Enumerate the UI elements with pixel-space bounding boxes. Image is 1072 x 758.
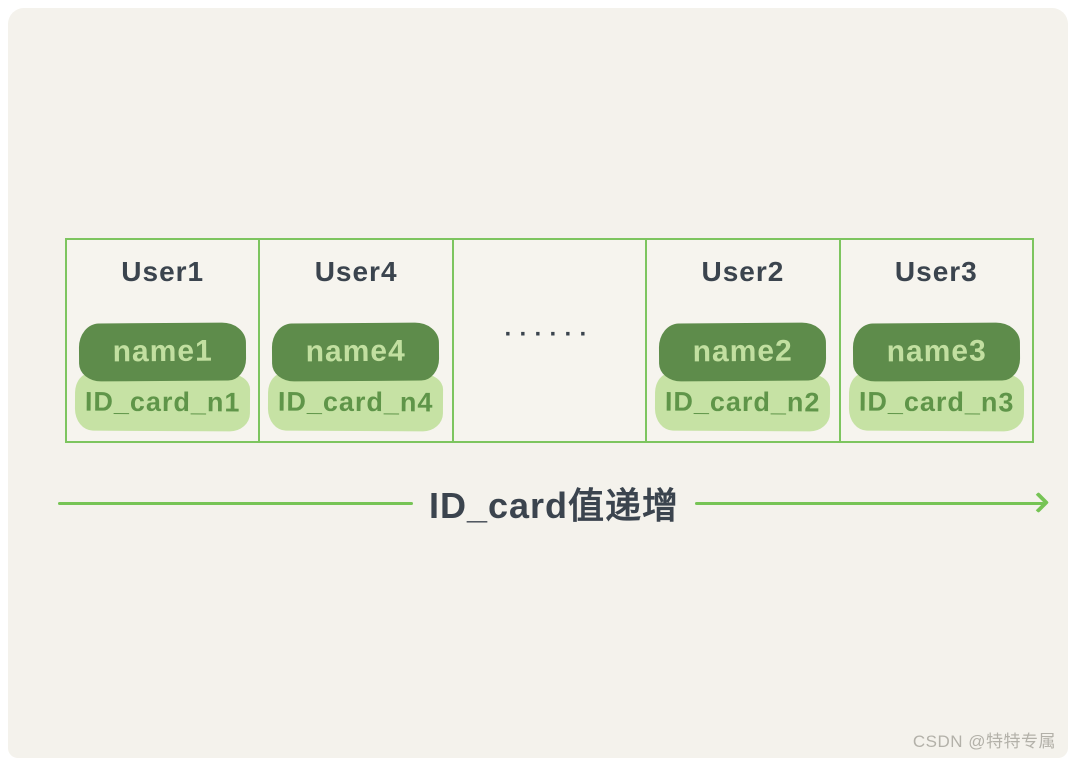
name-pill: name1 — [78, 322, 247, 382]
name-pill: name4 — [272, 322, 441, 382]
table-cell-user1: User1 name1 ID_card_n1 — [67, 240, 261, 441]
pill-stack: name3 ID_card_n3 — [848, 322, 1025, 432]
table-cell-user3: User3 name3 ID_card_n3 — [841, 240, 1032, 441]
user-title: User1 — [121, 256, 205, 287]
diagram-canvas: User1 name1 ID_card_n1 User4 name4 ID_ca… — [8, 8, 1068, 758]
user-title: User4 — [314, 256, 398, 287]
id-card-increment-arrow: ID_card值递增 — [58, 476, 1050, 530]
arrow-label: ID_card值递增 — [428, 485, 680, 526]
watermark: CSDN @特特专属 — [912, 732, 1056, 751]
pill-stack: name4 ID_card_n4 — [268, 322, 444, 432]
arrow-line-left — [58, 501, 413, 505]
name-pill: name2 — [659, 322, 827, 382]
ellipsis-dots: ······ — [504, 320, 595, 348]
table-cell-user2: User2 name2 ID_card_n2 — [647, 240, 841, 441]
pill-stack: name2 ID_card_n2 — [655, 322, 831, 432]
pill-stack: name1 ID_card_n1 — [74, 322, 251, 432]
table-cell-ellipsis: ······ — [454, 240, 648, 441]
name-pill: name3 — [852, 322, 1021, 382]
table-cell-user4: User4 name4 ID_card_n4 — [260, 240, 454, 441]
user-title: User2 — [701, 256, 785, 287]
user-title: User3 — [894, 256, 978, 287]
arrowhead-icon — [1027, 491, 1050, 514]
arrow-line-right — [695, 476, 1050, 530]
arrow-shaft — [695, 501, 1045, 505]
user-hash-table: User1 name1 ID_card_n1 User4 name4 ID_ca… — [65, 238, 1034, 443]
